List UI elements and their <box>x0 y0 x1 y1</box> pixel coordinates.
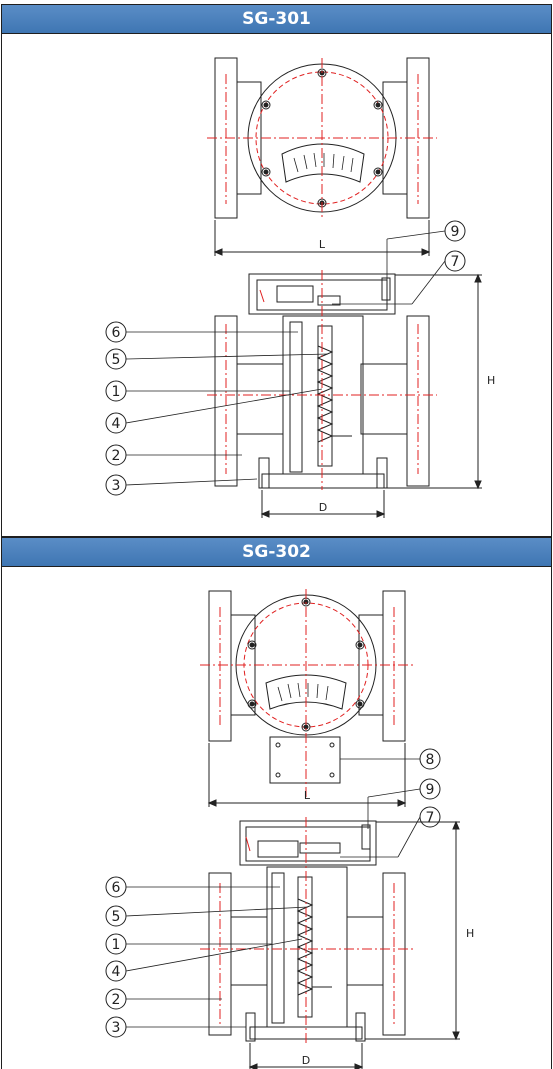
junction-box <box>269 736 341 784</box>
panel-sg-301: SG-301 <box>1 4 552 537</box>
balloon-3: 3 <box>112 478 121 494</box>
spring <box>316 345 334 443</box>
dim-L: L <box>319 238 326 251</box>
balloon-2: 2 <box>112 448 121 464</box>
balloon-5: 5 <box>112 352 121 368</box>
balloon-7: 7 <box>451 254 460 270</box>
dim-H: H <box>487 374 495 387</box>
balloon-2: 2 <box>112 992 121 1008</box>
balloon-1: 1 <box>112 384 121 400</box>
body-front <box>266 866 348 1028</box>
spring <box>296 898 314 996</box>
panel-title: SG-302 <box>2 538 551 567</box>
balloon-8: 8 <box>426 752 435 768</box>
dim-D: D <box>319 501 327 514</box>
balloon-7: 7 <box>426 810 435 826</box>
dim-L: L <box>304 789 311 802</box>
balloon-6: 6 <box>112 880 121 896</box>
balloon-4: 4 <box>112 964 121 980</box>
dim-D: D <box>302 1054 310 1067</box>
balloon-6: 6 <box>112 325 121 341</box>
dim-H: H <box>466 927 474 940</box>
drawing-sg-302: L H D 8 9 7 6 5 1 4 2 3 <box>105 589 474 1069</box>
balloon-4: 4 <box>112 416 121 432</box>
panel-sg-302: SG-302 <box>1 537 552 1069</box>
scale-window <box>265 674 347 710</box>
scale-window <box>281 143 365 183</box>
panel-title: SG-301 <box>2 5 551 34</box>
balloon-9: 9 <box>426 782 435 798</box>
top-housing <box>239 820 377 866</box>
balloon-5: 5 <box>112 909 121 925</box>
drawing-sg-301: L H D 9 7 6 5 1 4 2 3 <box>105 57 495 518</box>
balloon-1: 1 <box>112 937 121 953</box>
balloon-3: 3 <box>112 1020 121 1036</box>
balloon-9: 9 <box>451 224 460 240</box>
base-plate <box>261 473 385 489</box>
